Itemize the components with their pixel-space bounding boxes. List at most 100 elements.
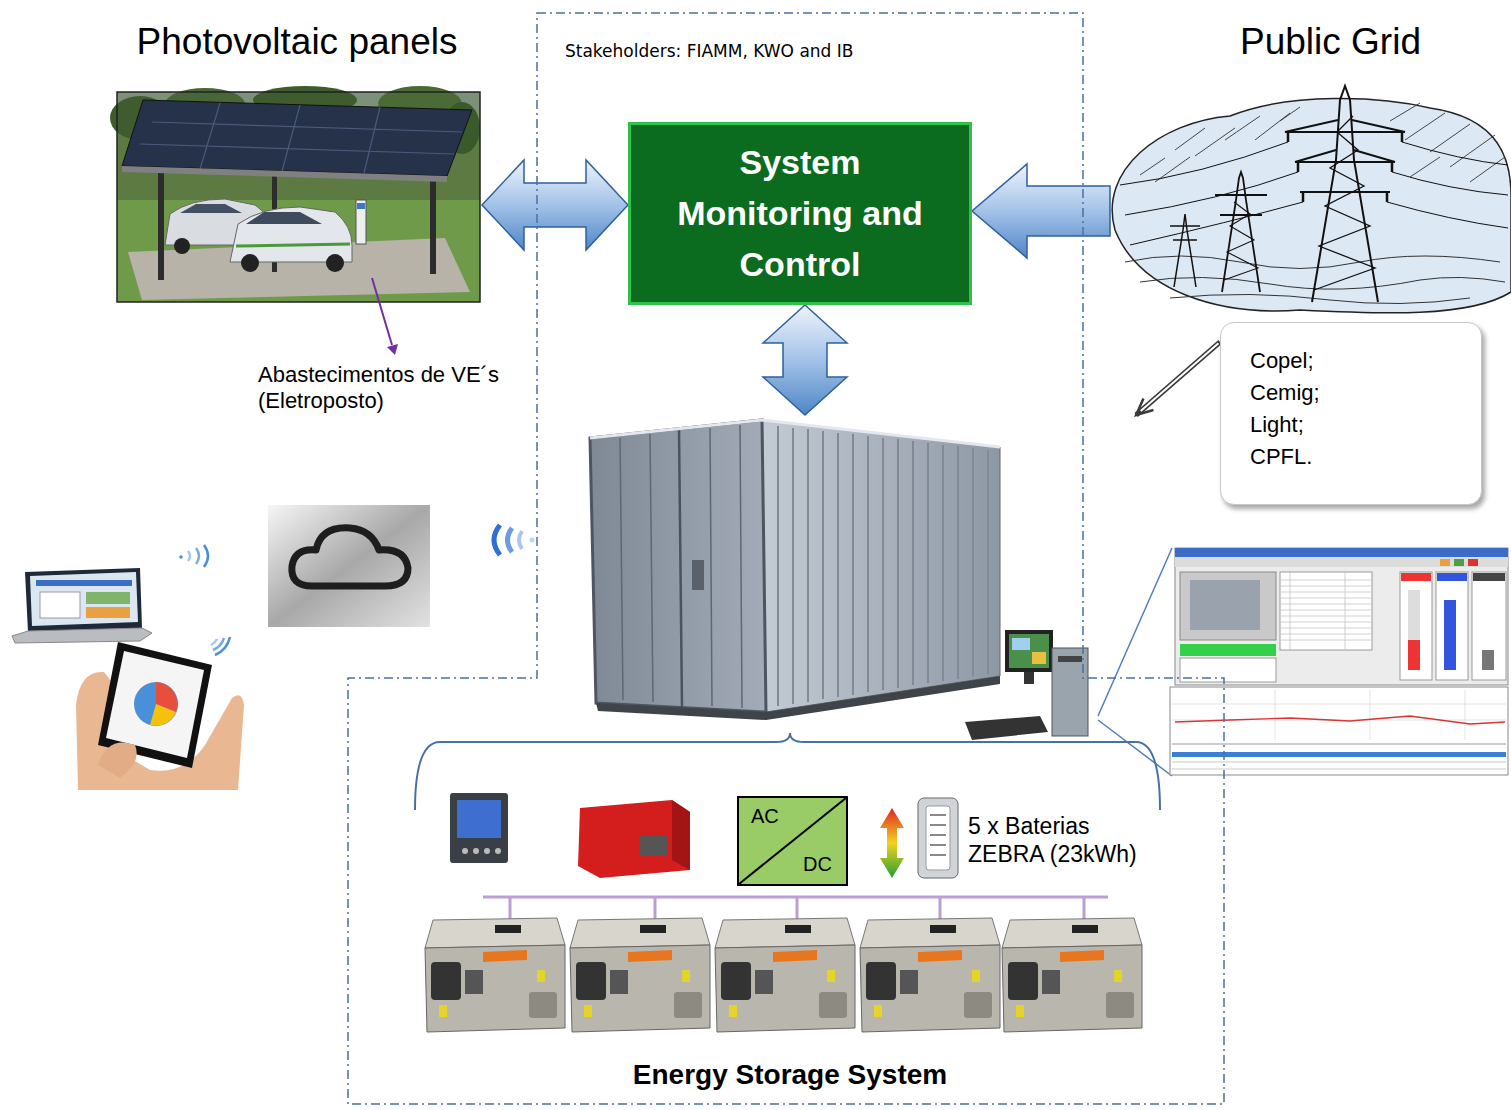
- connector-arrow: [763, 305, 847, 415]
- wireless-symbol: [188, 551, 190, 561]
- software-screenshot: [1444, 600, 1456, 670]
- leader-line: [372, 278, 392, 345]
- carport-photo: [236, 244, 350, 246]
- carport-photo: [110, 86, 480, 302]
- wireless-symbol: [494, 525, 500, 555]
- software-screenshot: [1401, 573, 1431, 581]
- carport-photo: [356, 200, 366, 244]
- software-screenshot: [1175, 548, 1508, 557]
- connector-arrow: [1136, 342, 1220, 415]
- zebra-batteries: [570, 918, 710, 1032]
- carport-photo: [122, 166, 447, 182]
- utility-list: Copel; Cemig; Light; CPFL.: [1250, 345, 1320, 473]
- software-screenshot: [1180, 572, 1276, 640]
- photo-panel: Photovoltaic panels: [112, 18, 482, 303]
- power-meter: [457, 800, 501, 838]
- software-screenshot: [1437, 573, 1467, 581]
- carport-photo: [180, 204, 242, 213]
- wireless-symbol: [530, 538, 535, 543]
- laptop-picture: [25, 568, 142, 632]
- up-down-arrow: [880, 808, 904, 878]
- desktop-computer: [1052, 648, 1088, 736]
- leader-arrow: [1136, 342, 1220, 415]
- laptop-picture: [36, 580, 132, 586]
- software-screenshot: [1172, 762, 1506, 769]
- carport-photo: [430, 176, 436, 274]
- callout-box: Copel; Cemig; Light; CPFL.: [1220, 322, 1482, 505]
- software-screenshot: [1172, 744, 1506, 745]
- battery-icon: [918, 798, 958, 878]
- carport-photo: [357, 203, 365, 209]
- power-meter: [484, 848, 490, 854]
- phone-in-hand: [98, 743, 137, 779]
- leader-line: [387, 344, 398, 355]
- control-box: System Monitoring and Control: [628, 122, 972, 305]
- panel-heading: Photovoltaic panels: [112, 20, 482, 64]
- container-picture: [679, 430, 682, 708]
- cloud-icon: [268, 505, 430, 627]
- container-picture: [778, 426, 988, 706]
- container-picture: [590, 420, 1000, 720]
- phone-in-hand: [106, 651, 204, 758]
- software-screenshot: [1172, 690, 1506, 740]
- battery-icon: [930, 815, 946, 855]
- wireless-symbol: [213, 638, 224, 650]
- converter-diagonal: [739, 798, 846, 884]
- leader-arrow: [1141, 343, 1219, 411]
- cloud-icon: [268, 505, 430, 627]
- arrow-head: [1136, 399, 1153, 415]
- wireless-symbol: [179, 555, 183, 559]
- container-picture: [590, 420, 1000, 447]
- inverter: [672, 800, 690, 870]
- software-screenshot: [1468, 559, 1478, 566]
- software-screenshot: [1408, 590, 1420, 670]
- software-screenshot: [1440, 559, 1450, 566]
- cloud-icon: [292, 528, 408, 586]
- power-meter: [473, 848, 479, 854]
- wireless-symbol: [215, 637, 230, 655]
- software-screenshot: [1172, 752, 1506, 757]
- software-screenshot: [1170, 687, 1508, 775]
- software-screenshot: [1180, 644, 1276, 656]
- grid-picture: [1288, 132, 1402, 202]
- wireless-symbol: [508, 528, 513, 552]
- grid-picture: Public Grid: [1110, 18, 1506, 318]
- wireless-symbol: [211, 639, 217, 645]
- container-picture: [692, 560, 704, 590]
- wireless-symbol: [196, 548, 199, 564]
- connector-arrow: [972, 164, 1110, 258]
- carport-photo: [174, 238, 190, 254]
- grid-picture: [1312, 86, 1378, 302]
- up-down-arrow: [880, 808, 904, 878]
- software-screenshot: [1408, 640, 1420, 670]
- battery-note: 5 x Baterias ZEBRA (23kWh): [968, 813, 1163, 868]
- inverter: [640, 836, 668, 856]
- stakeholder-note: Stakeholders: FIAMM, KWO and IB: [565, 41, 1005, 61]
- laptop-picture: [12, 628, 152, 643]
- phone-in-hand: [134, 682, 178, 726]
- software-screenshot: [1170, 548, 1508, 775]
- storage-group: 5 x Baterias ZEBRA (23kWh)Energy Storage…: [415, 415, 1165, 1105]
- carport-photo: [117, 92, 480, 302]
- software-screenshot: [1280, 572, 1372, 650]
- inverter: [578, 800, 690, 878]
- container-picture: [596, 676, 1000, 720]
- zebra-batteries: [425, 918, 1142, 1032]
- phone-in-hand: [150, 704, 176, 726]
- control-title: System Monitoring and Control: [655, 137, 945, 290]
- container-picture: [620, 425, 742, 708]
- block-arrow: [482, 160, 628, 250]
- desktop-computer: [1009, 634, 1049, 668]
- inverter: [578, 800, 690, 878]
- software-screenshot: [1472, 572, 1506, 680]
- desktop-computer: [1012, 638, 1030, 650]
- laptop-picture: [86, 607, 130, 618]
- software-screenshot: [1280, 572, 1372, 650]
- container-picture: [590, 420, 766, 712]
- grid-picture: [1314, 116, 1375, 290]
- grid-picture: [1285, 120, 1405, 192]
- converter-box: ACDC: [737, 796, 848, 886]
- carport-photo: [246, 212, 322, 224]
- carport-photo: [117, 200, 480, 302]
- carport-photo: [230, 207, 352, 262]
